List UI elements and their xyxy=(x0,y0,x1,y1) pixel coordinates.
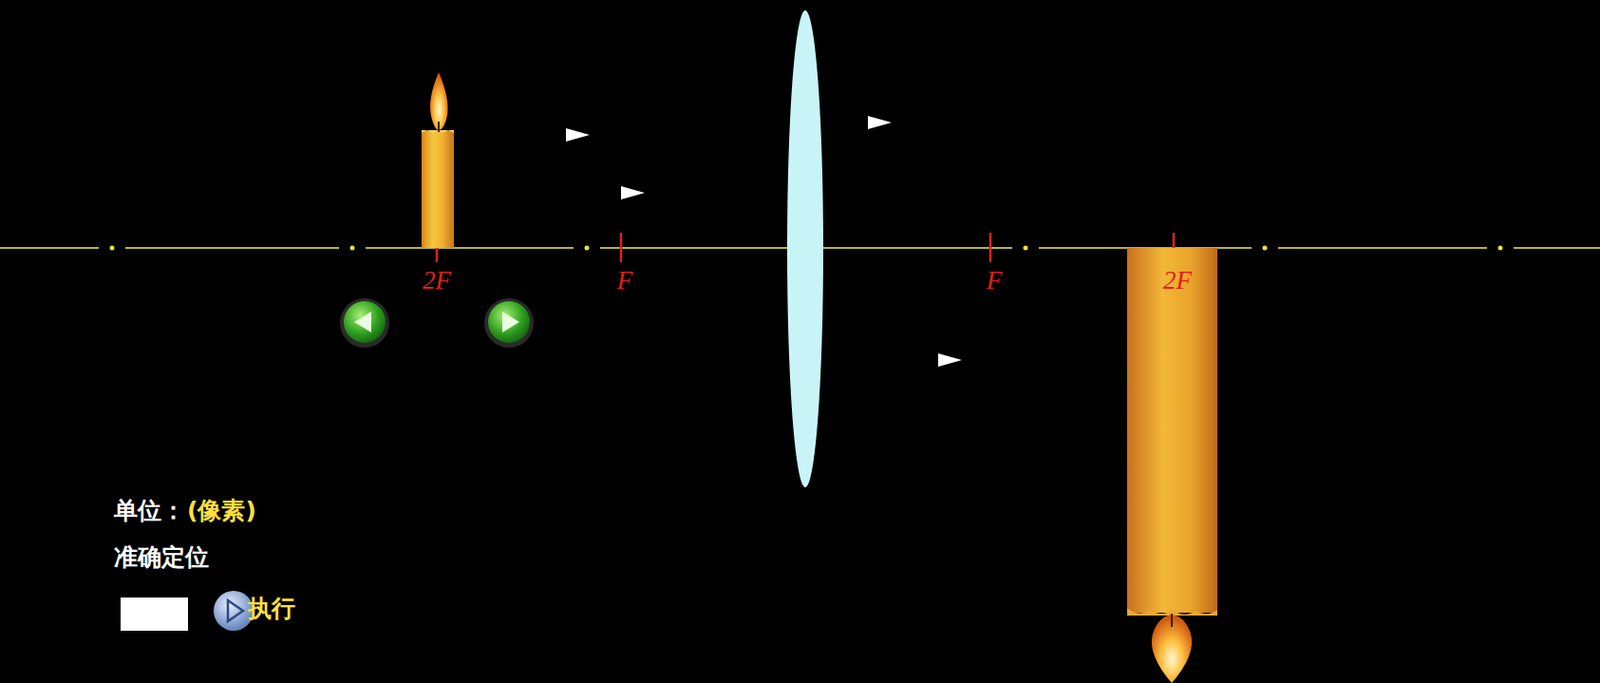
focal-mark: F xyxy=(617,267,634,294)
convex-lens xyxy=(787,10,824,488)
image-candle xyxy=(1127,247,1218,683)
move-buttons xyxy=(339,298,534,348)
object-candle xyxy=(421,72,454,248)
position-label: 准确定位 xyxy=(113,545,209,569)
execute-icon xyxy=(213,590,254,631)
focal-mark: F xyxy=(986,267,1003,294)
position-input xyxy=(120,597,189,631)
execute-label: 执行 xyxy=(247,596,296,621)
unit-label: 单位： xyxy=(113,498,186,523)
focal-ticks xyxy=(436,232,1174,263)
focal-mark: 2F xyxy=(1163,267,1192,294)
ray-markers xyxy=(565,115,962,367)
focal-mark: 2F xyxy=(422,267,452,294)
unit-value: (像素) xyxy=(187,498,257,523)
